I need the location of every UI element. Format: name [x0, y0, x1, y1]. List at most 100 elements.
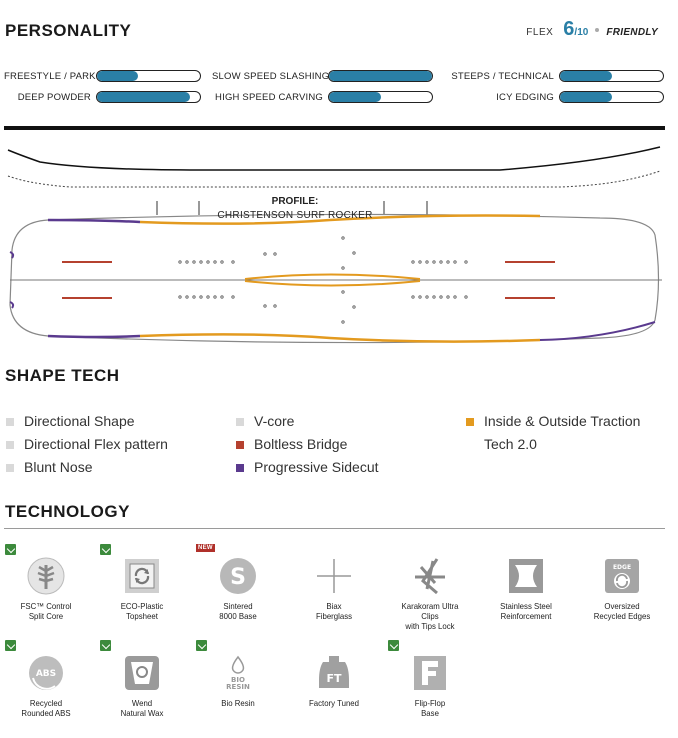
- steel-icon: [509, 559, 543, 593]
- svg-text:RESIN: RESIN: [226, 683, 250, 691]
- shape-tech-label: Blunt Nose: [24, 459, 93, 475]
- color-square: [236, 441, 244, 449]
- edge-icon: EDGE: [605, 559, 639, 593]
- shape-tech-item: Inside & Outside Traction Tech 2.0: [466, 412, 671, 456]
- tech-bio-resin: BIO RESIN Bio Resin: [200, 654, 276, 708]
- nose-tab: [9, 251, 15, 259]
- inside-traction-top: [244, 273, 421, 280]
- wax-icon: [125, 656, 159, 690]
- section-rule: [4, 528, 665, 529]
- personality-heading: PERSONALITY: [5, 21, 132, 40]
- board-outline: [9, 213, 660, 344]
- rating-fill: [560, 71, 612, 81]
- flex-rating: FLEX 6 /10 FRIENDLY: [526, 18, 658, 41]
- factory-tuned-icon: FT: [319, 656, 349, 688]
- rating-label: STEEPS / TECHNICAL: [451, 70, 554, 82]
- shape-tech-item: Progressive Sidecut: [236, 458, 379, 479]
- eco-leaf-badge: [5, 640, 16, 651]
- shape-tech-item: Directional Flex pattern: [6, 435, 168, 456]
- color-square: [236, 464, 244, 472]
- shape-tech-label: V-core: [254, 413, 295, 429]
- nose-tab: [9, 301, 15, 309]
- abs-icon: ABS: [29, 656, 63, 690]
- biax-icon: [317, 559, 351, 593]
- sintered-base-icon: S: [220, 558, 256, 594]
- insert-pattern: [178, 236, 468, 324]
- rating-fill: [97, 71, 139, 81]
- rating-label: HIGH SPEED CARVING: [215, 91, 323, 103]
- flex-max: /10: [574, 27, 589, 38]
- board-illustration: [7, 146, 662, 344]
- color-square: [236, 418, 244, 426]
- eco-leaf-badge: [100, 544, 111, 555]
- bio-resin-icon: BIO RESIN: [226, 655, 250, 691]
- shape-tech-label: Inside & Outside Traction Tech 2.0: [484, 413, 641, 452]
- svg-text:EDGE: EDGE: [613, 564, 631, 571]
- color-square: [6, 418, 14, 426]
- rating-freestyle-park: FREESTYLE / PARK: [4, 70, 201, 82]
- rating-bar: [96, 91, 201, 103]
- eco-leaf-badge: [100, 640, 111, 651]
- shape-tech-item: Directional Shape: [6, 412, 135, 433]
- rating-label: FREESTYLE / PARK: [4, 70, 96, 82]
- rating-bar: [328, 91, 433, 103]
- svg-text:S: S: [230, 565, 246, 590]
- eco-leaf-badge: [196, 640, 207, 651]
- progressive-sidecut-top: [47, 218, 141, 224]
- rating-fill: [97, 92, 190, 102]
- tree-icon: [27, 557, 65, 595]
- shape-tech-label: Progressive Sidecut: [254, 459, 379, 475]
- rating-bar: [328, 70, 433, 82]
- color-square: [466, 418, 474, 426]
- profile-line: [7, 146, 661, 171]
- color-square: [6, 441, 14, 449]
- shape-tech-label: Boltless Bridge: [254, 436, 348, 452]
- rating-bar: [559, 70, 664, 82]
- tech-factory-tuned: FT Factory Tuned: [296, 654, 372, 708]
- rating-label: SLOW SPEED SLASHING: [212, 70, 330, 82]
- svg-text:BIO: BIO: [231, 676, 245, 684]
- new-badge: NEW: [196, 544, 215, 552]
- clips-icon: [415, 558, 445, 595]
- flip-flop-icon: [414, 656, 446, 690]
- rating-slow-speed-slashing: SLOW SPEED SLASHING: [212, 70, 433, 82]
- profile-dashed-line: [7, 170, 661, 188]
- rating-fill: [560, 92, 612, 102]
- rating-fill: [329, 92, 381, 102]
- traction-top: [139, 214, 541, 225]
- eco-leaf-badge: [5, 544, 16, 555]
- section-divider: [4, 126, 665, 130]
- rating-fill: [329, 71, 432, 81]
- shape-tech-item: Boltless Bridge: [236, 435, 347, 456]
- technology-heading: TECHNOLOGY: [5, 502, 130, 521]
- shape-tech-item: Blunt Nose: [6, 458, 92, 479]
- rating-steeps-technical: STEEPS / TECHNICAL: [440, 70, 664, 82]
- shape-tech-item: V-core: [236, 412, 294, 433]
- shape-tech-label: Directional Flex pattern: [24, 436, 168, 452]
- shape-tech-heading: SHAPE TECH: [5, 366, 120, 385]
- rating-high-speed-carving: HIGH SPEED CARVING: [212, 91, 433, 103]
- traction-bottom: [139, 333, 541, 343]
- svg-text:ABS: ABS: [36, 669, 56, 679]
- progressive-sidecut-bottom: [47, 334, 141, 339]
- color-square: [6, 464, 14, 472]
- profile-title: PROFILE:: [271, 196, 319, 207]
- eco-leaf-badge: [388, 640, 399, 651]
- rating-deep-powder: DEEP POWDER: [4, 91, 201, 103]
- flex-word: FRIENDLY: [606, 27, 658, 38]
- shape-tech-label: Directional Shape: [24, 413, 135, 429]
- rating-bar: [559, 91, 664, 103]
- sidecut-tail-bottom: [539, 321, 656, 341]
- inside-traction-bottom: [244, 280, 421, 287]
- profile-name: CHRISTENSON SURF ROCKER: [217, 210, 373, 221]
